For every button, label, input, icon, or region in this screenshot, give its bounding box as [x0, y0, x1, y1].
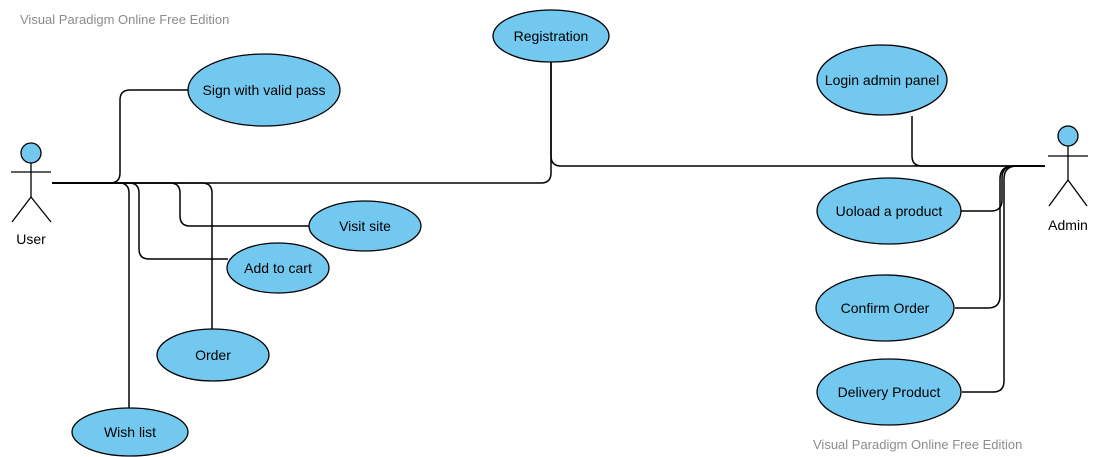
watermark-bottom: Visual Paradigm Online Free Edition — [813, 437, 1023, 452]
connector-user-wish-list — [52, 182, 130, 412]
actor-user-label: User — [16, 231, 46, 247]
connector-admin-delivery — [962, 165, 1045, 393]
use-case-confirm-order-label: Confirm Order — [841, 300, 930, 316]
use-case-registration-label: Registration — [514, 28, 589, 44]
user-connectors — [52, 62, 552, 412]
connector-admin-upload — [960, 165, 1045, 212]
actor-user-head-icon — [20, 142, 42, 164]
use-case-confirm-order[interactable]: Confirm Order — [815, 274, 955, 342]
use-case-sign-in-label: Sign with valid pass — [203, 82, 326, 98]
use-case-sign-in[interactable]: Sign with valid pass — [187, 53, 341, 127]
use-case-delivery-product[interactable]: Delivery Product — [816, 358, 962, 426]
actor-admin-head-icon — [1057, 125, 1079, 147]
connector-user-sign-in — [52, 89, 188, 184]
use-case-visit-site[interactable]: Visit site — [308, 200, 422, 252]
connector-user-add-to-cart — [52, 182, 228, 260]
connector-user-visit-site — [52, 182, 310, 227]
use-case-registration[interactable]: Registration — [492, 9, 610, 63]
connector-admin-registration — [550, 62, 1045, 167]
use-case-add-to-cart-label: Add to cart — [244, 260, 312, 276]
use-case-upload-product-label: Uoload a product — [836, 203, 943, 219]
use-case-visit-site-label: Visit site — [339, 218, 391, 234]
use-case-add-to-cart[interactable]: Add to cart — [226, 242, 330, 294]
use-case-login-admin-label: Login admin panel — [825, 72, 939, 88]
use-case-upload-product[interactable]: Uoload a product — [816, 177, 962, 245]
use-case-wish-list-label: Wish list — [104, 424, 156, 440]
use-case-wish-list[interactable]: Wish list — [71, 407, 189, 457]
connector-user-order — [52, 182, 213, 330]
actor-user[interactable]: User — [11, 142, 52, 247]
connector-admin-confirm — [955, 165, 1045, 309]
use-case-login-admin[interactable]: Login admin panel — [816, 44, 948, 116]
use-case-order-label: Order — [195, 347, 231, 363]
admin-connectors — [550, 62, 1045, 393]
connector-user-registration — [52, 62, 552, 184]
use-case-delivery-product-label: Delivery Product — [838, 384, 941, 400]
actor-admin-label: Admin — [1048, 217, 1088, 233]
actor-admin[interactable]: Admin — [1048, 125, 1088, 233]
connector-admin-login — [911, 116, 1045, 167]
watermark-top: Visual Paradigm Online Free Edition — [20, 12, 230, 27]
use-case-order[interactable]: Order — [156, 328, 270, 382]
